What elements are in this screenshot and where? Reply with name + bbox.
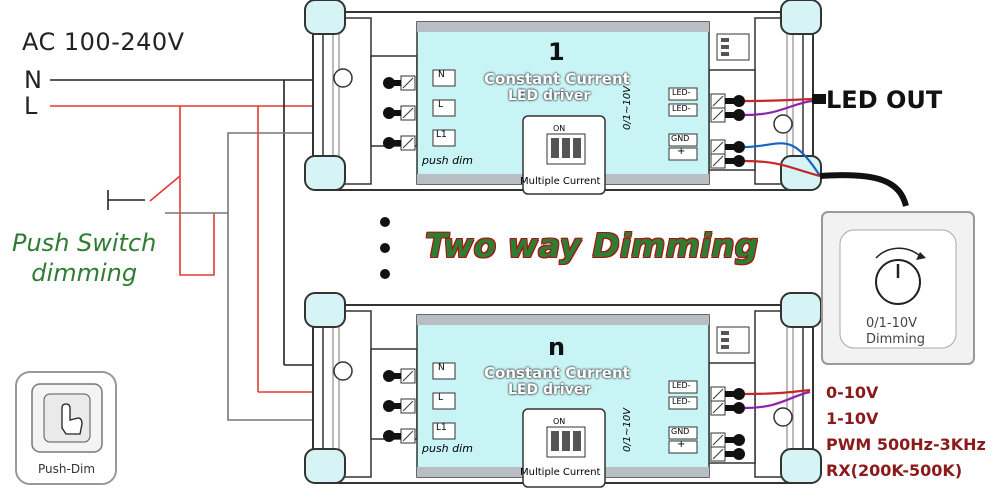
terminal-n-label: N [438, 70, 445, 80]
terminal-n-label: N [438, 363, 445, 373]
push-dim-panel [15, 371, 117, 485]
push-switch-line2: dimming [31, 259, 138, 287]
led-out-label: LED OUT [826, 86, 943, 114]
plus-label: + [677, 146, 686, 157]
dimmer-knob [821, 211, 975, 365]
output-wiring [744, 97, 909, 410]
led-minus-label: LED- [672, 88, 691, 97]
dimmer-label: Dimming [866, 332, 926, 347]
dim-range-label: 0/1~10V [622, 407, 633, 452]
signal-item: 1-10V [826, 409, 879, 428]
driver-type: LED driver [508, 382, 591, 398]
multiple-current-label: Multiple Current [520, 176, 601, 187]
neutral-label: N [24, 66, 42, 94]
push-dim-label: push dim [422, 154, 473, 167]
multiple-current-label: Multiple Current [520, 467, 601, 478]
driver-number: n [548, 333, 566, 361]
dip-on-label: ON [553, 417, 566, 426]
push-switch-line1: Push Switch [12, 229, 157, 257]
signal-item: RX(200K-500K) [826, 461, 963, 480]
ellipsis-dots [380, 217, 390, 279]
diagram-title: Two way Dimming [425, 226, 759, 265]
signal-item: PWM 500Hz-3KHz [826, 435, 986, 454]
dip-on-label: ON [553, 124, 566, 133]
push-switch-label: Push Switch dimming [12, 228, 156, 288]
signal-types-list: 0-10V 1-10V PWM 500Hz-3KHz RX(200K-500K) [826, 380, 986, 484]
driver-name: Constant Current [484, 70, 630, 88]
terminal-l-label: L [438, 393, 444, 403]
signal-item: 0-10V [826, 383, 879, 402]
driver-name: Constant Current [484, 364, 630, 382]
gnd-label: GND [671, 134, 690, 143]
gnd-label: GND [671, 427, 690, 436]
push-dim-button-label: Push-Dim [38, 462, 96, 476]
live-label: L [24, 92, 38, 120]
led-out-connector [812, 94, 826, 104]
driver-type: LED driver [508, 88, 591, 104]
driver-number: 1 [548, 38, 565, 66]
push-dim-label: push dim [422, 442, 473, 455]
terminal-l-label: L [438, 100, 444, 110]
terminal-l1-label: L1 [436, 130, 447, 140]
dim-range-label: 0/1~10V [622, 85, 633, 130]
dimmer-range-label: 0/1-10V [866, 316, 918, 331]
led-plus-label: LED- [672, 104, 691, 113]
led-minus-label: LED- [672, 381, 691, 390]
terminal-l1-label: L1 [436, 423, 447, 433]
supply-voltage-label: AC 100-240V [22, 28, 185, 56]
led-plus-label: LED- [672, 397, 691, 406]
plus-label: + [677, 439, 686, 450]
